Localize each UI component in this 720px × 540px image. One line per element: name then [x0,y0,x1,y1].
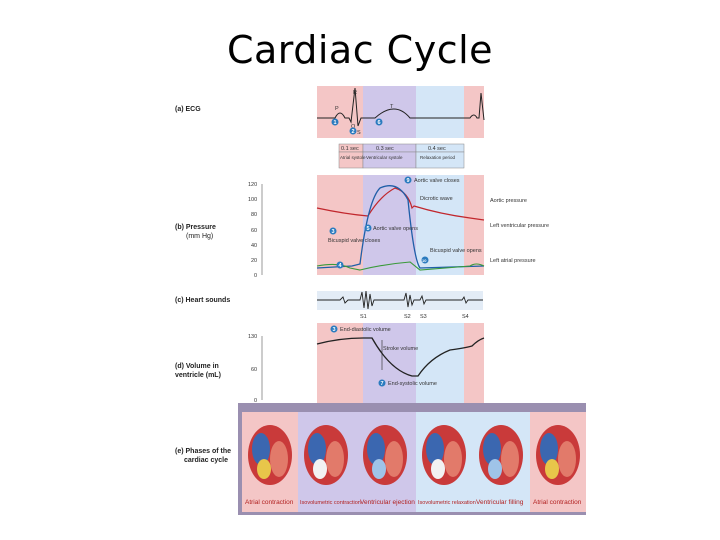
ptick-20: 20 [251,258,257,264]
volume-label-2: ventricle (mL) [175,372,221,379]
ecg-wave-r: R [353,90,357,96]
vtick-60: 60 [251,367,257,373]
ecg-wave-q: Q [351,124,356,130]
end-systolic-volume: End-systolic volume [388,381,437,387]
end-diastolic-volume: End-diastolic volume [340,327,391,333]
ptick-80: 80 [251,212,257,218]
ecg-label: (a) ECG [175,106,201,113]
vtick-130: 130 [248,334,257,340]
ptick-0: 0 [254,273,257,279]
sound-s3: S3 [420,314,427,320]
duration-1: 0.1 sec [341,146,359,152]
stroke-volume: Stroke volume [383,346,418,352]
pressure-axis: 120 100 80 60 40 20 0 [248,182,263,279]
legend-aortic-pressure: Aortic pressure [490,198,527,204]
legend-la-pressure: Left atrial pressure [490,258,536,264]
phase-caption-2: Isovolumetric contraction [300,500,361,506]
phases-label: (e) Phases of the [175,448,231,455]
step-3b: 3 [333,327,336,333]
ptick-100: 100 [248,197,257,203]
step-5: 5 [367,226,370,232]
phase-caption-4: Isovolumetric relaxation [418,500,476,506]
ptick-120: 120 [248,182,257,188]
phase-atrial-systole: Atrial systole [340,155,366,160]
step-1: 1 [334,120,337,126]
duration-3: 0.4 sec [428,146,446,152]
ptick-60: 60 [251,228,257,234]
bicuspid-valve-opens: Bicuspid valve opens [430,248,482,254]
ecg-wave-t: T [390,104,394,110]
aortic-valve-opens: Aortic valve opens [373,226,418,232]
duration-2: 0.3 sec [376,146,394,152]
ecg-wave-p: P [335,106,339,112]
pressure-unit: (mm Hg) [186,233,213,240]
phase-caption-1: Atrial contraction [245,499,294,506]
phase-caption-6: Atrial contraction [533,499,582,506]
step-9: 9 [407,178,410,184]
phase-ventricular-systole: Ventricular systole [366,155,403,160]
phases-label-2: cardiac cycle [184,457,228,464]
vtick-0: 0 [254,398,257,404]
ventricular-volume-curve [316,337,485,377]
pressure-label: (b) Pressure [175,224,216,231]
ptick-40: 40 [251,243,257,249]
timing-table: 0.1 sec 0.3 sec 0.4 sec Atrial systole V… [338,143,465,169]
ecg-wave-s: S [357,130,361,136]
aortic-pressure-curve [316,187,485,221]
volume-label: (d) Volume in [175,363,219,370]
step-6: 6 [378,120,381,126]
volume-axis: 130 60 0 [248,334,263,404]
step-7: 7 [381,381,384,387]
slide-title: Cardiac Cycle [226,28,494,72]
heart-illustrations [248,425,580,485]
phase-relaxation: Relaxation period [420,155,456,160]
sound-s4: S4 [462,314,469,320]
phase-caption-3: Ventricular ejection [360,499,415,506]
step-2: 2 [352,129,355,135]
ecg-trace [317,87,485,127]
step-4: 4 [339,263,343,269]
heart-sounds-trace [317,290,483,310]
sound-s2: S2 [404,314,411,320]
step-3: 3 [332,229,335,235]
phase-caption-5: Ventricular filling [476,499,524,506]
sound-s1: S1 [360,314,367,320]
bicuspid-valve-closes: Bicuspid valve closes [328,238,381,244]
legend-lv-pressure: Left ventricular pressure [490,223,549,229]
heart-sounds-label: (c) Heart sounds [175,297,230,304]
aortic-valve-closes: Aortic valve closes [414,178,460,184]
dicrotic-wave: Dicrotic wave [420,196,453,202]
step-10: 10 [422,258,427,263]
